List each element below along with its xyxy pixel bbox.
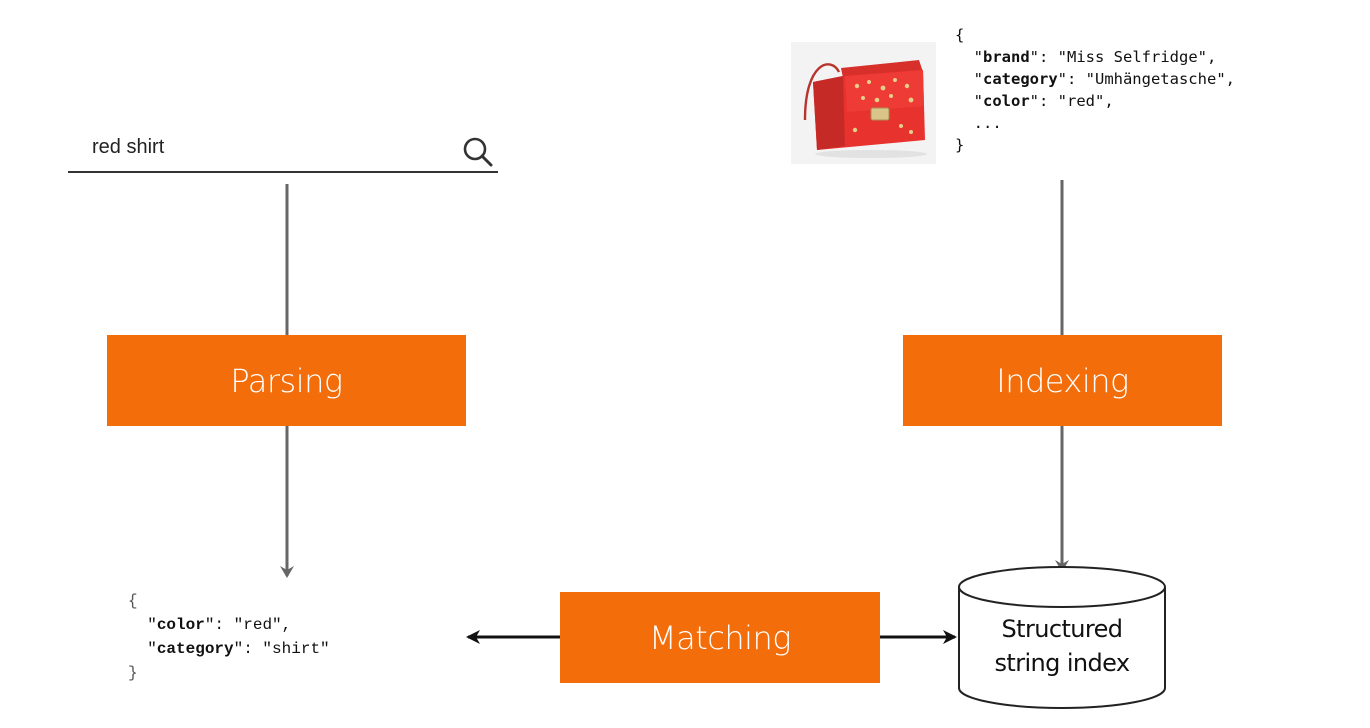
json-ellipsis: ...: [973, 114, 1002, 132]
json-value: Miss Selfridge: [1067, 48, 1198, 66]
structured-string-index-label: Structured string index: [957, 612, 1167, 680]
json-key: category: [156, 640, 234, 658]
json-value: shirt: [272, 640, 321, 658]
search-query-text[interactable]: red shirt: [92, 136, 165, 158]
index-label-line2: string index: [994, 649, 1131, 677]
index-label-line1: Structured: [1001, 615, 1123, 643]
json-key: color: [983, 92, 1030, 110]
product-image: [791, 42, 936, 164]
json-value: red: [1067, 92, 1095, 110]
indexing-step: Indexing: [903, 335, 1222, 426]
parsing-step: Parsing: [107, 335, 466, 426]
parsed-query-json: { "color": "red", "category": "shirt" }: [128, 592, 330, 682]
json-open-brace: {: [128, 592, 138, 610]
json-key: brand: [983, 48, 1030, 66]
json-key: category: [983, 70, 1058, 88]
handbag-icon: [791, 42, 936, 164]
json-key: color: [156, 616, 205, 634]
json-close-brace: }: [955, 136, 965, 154]
json-value: Umhängetasche: [1094, 70, 1217, 88]
json-close-brace: }: [128, 664, 138, 682]
search-icon[interactable]: [458, 134, 498, 170]
json-open-brace: {: [955, 26, 965, 44]
json-value: red: [243, 616, 273, 634]
database-icon: [958, 566, 1166, 709]
product-attributes-json: { "brand": "Miss Selfridge", "category":…: [955, 26, 1235, 154]
matching-step: Matching: [560, 592, 880, 683]
search-underline: [68, 171, 498, 173]
